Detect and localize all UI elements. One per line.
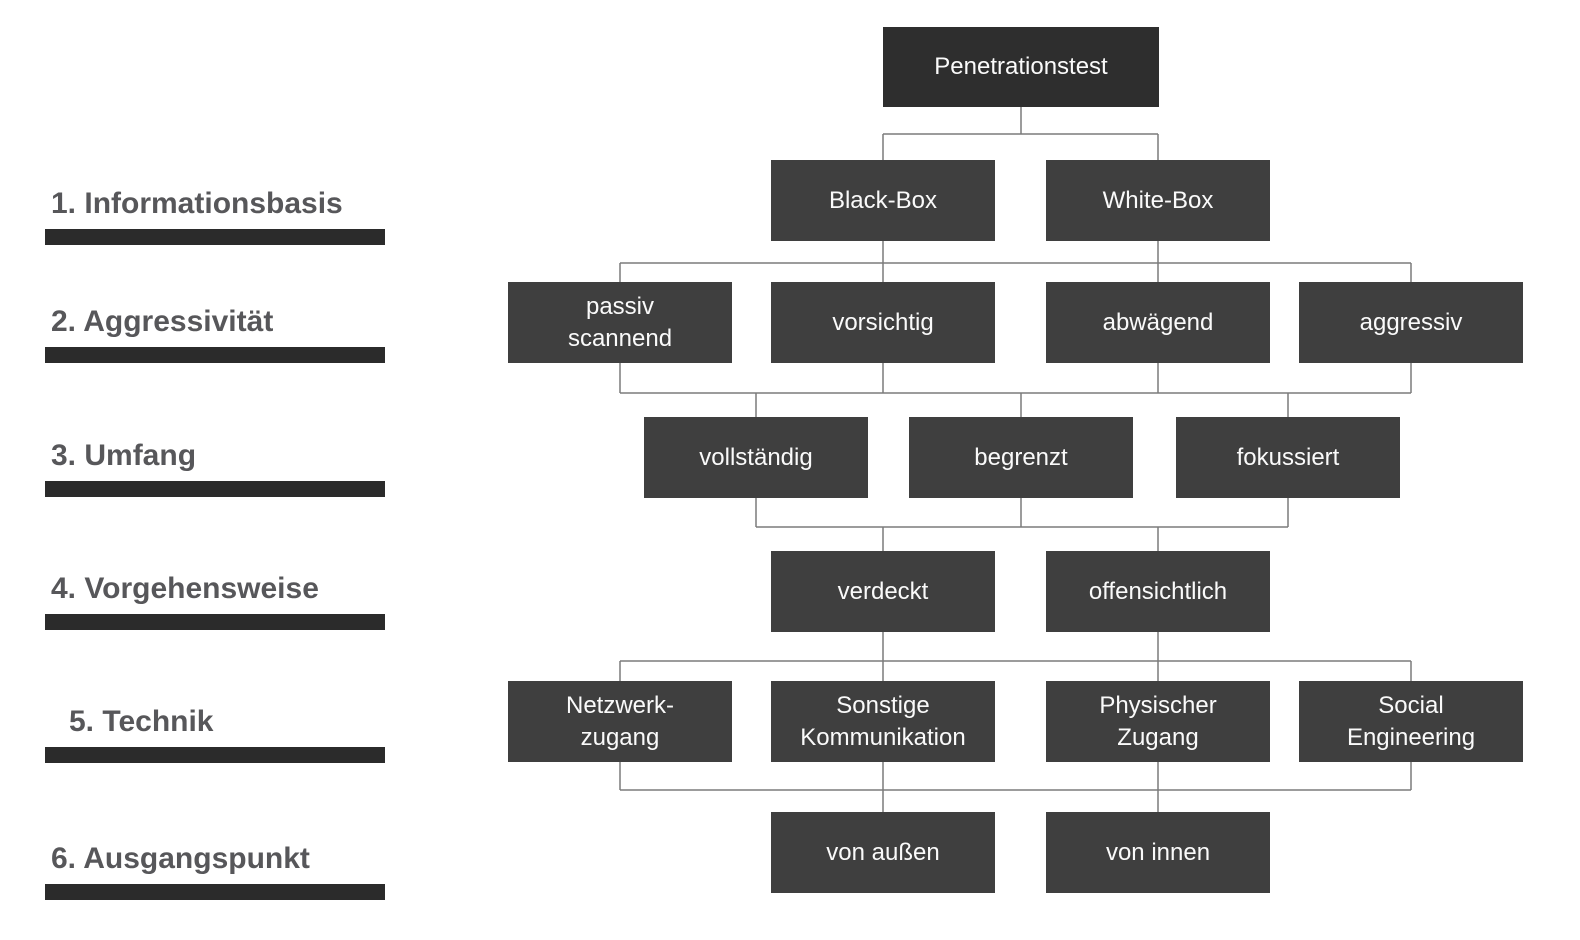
criterion-label: 3. Umfang <box>51 439 197 472</box>
node-fokussiert: fokussiert <box>1176 417 1400 498</box>
connector-level2-to-level3 <box>619 363 1412 417</box>
criterion-label: 2. Aggressivität <box>51 305 274 338</box>
criterion-aggressivitaet: 2. Aggressivität <box>45 302 385 363</box>
criterion-label: 5. Technik <box>69 705 214 738</box>
criterion-ausgangspunkt: 6. Ausgangspunkt <box>45 839 385 900</box>
criterion-informationsbasis: 1. Informationsbasis <box>45 184 385 245</box>
connector-level3-to-level4 <box>755 498 1289 551</box>
node-social-engineering: Social Engineering <box>1299 681 1523 762</box>
criterion-label: 4. Vorgehensweise <box>51 572 319 605</box>
node-physischer-zugang: Physischer Zugang <box>1046 681 1270 762</box>
underline-bar <box>45 347 385 363</box>
criterion-technik: 5. Technik <box>45 702 385 763</box>
underline-bar <box>45 481 385 497</box>
node-netzwerkzugang: Netzwerk- zugang <box>508 681 732 762</box>
node-passiv-scannend: passiv scannend <box>508 282 732 363</box>
node-aggressiv: aggressiv <box>1299 282 1523 363</box>
connector-level4-to-level5 <box>619 632 1412 681</box>
node-sonstige-kommunikation: Sonstige Kommunikation <box>771 681 995 762</box>
connector-level5-to-level6 <box>619 762 1412 812</box>
underline-bar <box>45 614 385 630</box>
node-black-box: Black-Box <box>771 160 995 241</box>
node-white-box: White-Box <box>1046 160 1270 241</box>
connector-root-to-level1 <box>882 107 1159 160</box>
connector-level1-to-level2 <box>619 241 1412 282</box>
underline-bar <box>45 884 385 900</box>
node-abwaegend: abwägend <box>1046 282 1270 363</box>
node-begrenzt: begrenzt <box>909 417 1133 498</box>
underline-bar <box>45 747 385 763</box>
node-von-innen: von innen <box>1046 812 1270 893</box>
underline-bar <box>45 229 385 245</box>
node-verdeckt: verdeckt <box>771 551 995 632</box>
node-offensichtlich: offensichtlich <box>1046 551 1270 632</box>
criterion-vorgehensweise: 4. Vorgehensweise <box>45 569 385 630</box>
node-penetrationstest: Penetrationstest <box>883 27 1159 107</box>
node-vollstaendig: vollständig <box>644 417 868 498</box>
criterion-umfang: 3. Umfang <box>45 436 385 497</box>
node-vorsichtig: vorsichtig <box>771 282 995 363</box>
criterion-label: 6. Ausgangspunkt <box>51 842 310 875</box>
node-von-aussen: von außen <box>771 812 995 893</box>
criterion-label: 1. Informationsbasis <box>51 187 343 220</box>
